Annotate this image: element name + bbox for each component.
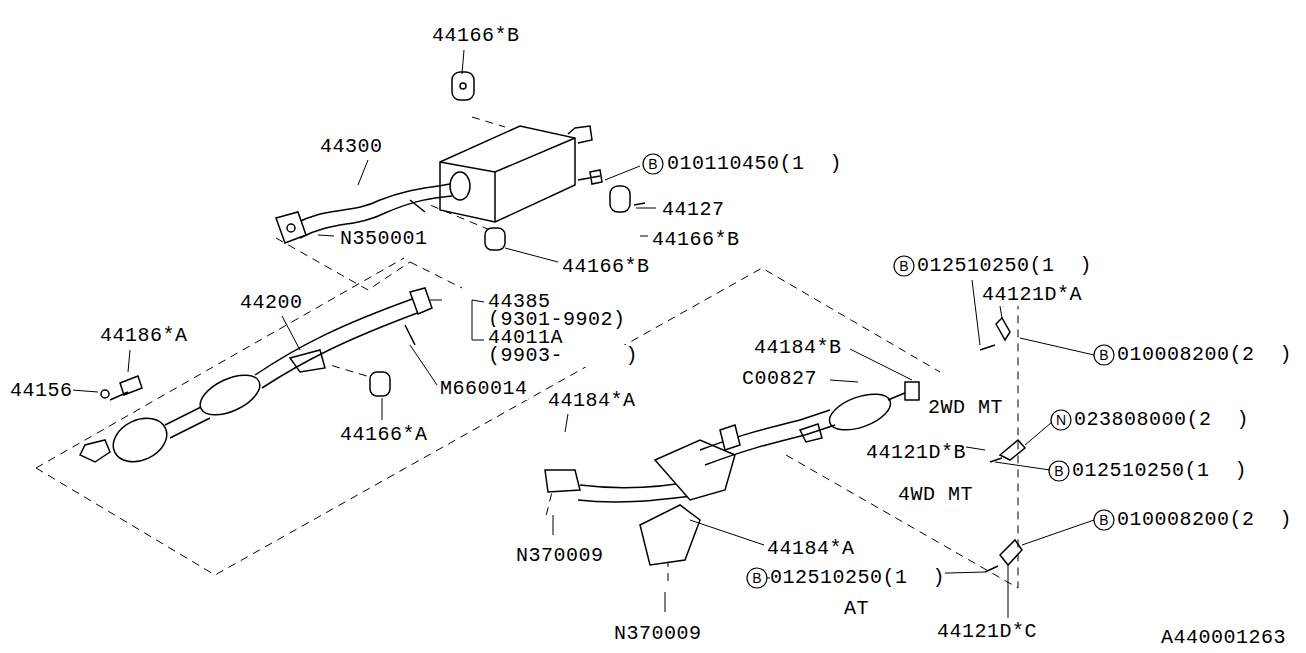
callout-number: 4WD MT (898, 484, 973, 506)
callout-number: 44300 (320, 136, 383, 158)
callout-number: 44186*A (100, 325, 188, 347)
callout-number: M660014 (440, 378, 528, 400)
callout-number: N370009 (614, 623, 702, 645)
callout-number: 44127 (662, 199, 725, 221)
callout-number: 44166*B (562, 256, 650, 278)
callout-number: 44184*A (548, 390, 636, 412)
circled-letter: B (1095, 346, 1113, 364)
callout-number: 44121D*C (937, 621, 1037, 643)
callout-number: 010008200(2 ) (1117, 509, 1292, 531)
callout-number: 44200 (240, 292, 303, 314)
callout-number: N370009 (516, 545, 604, 567)
callout-number: 44121D*B (866, 442, 966, 464)
callout-number: N350001 (340, 228, 428, 250)
callout-number: A440001263 (1161, 627, 1286, 649)
callout-number: 44166*A (340, 424, 428, 446)
callout-number: (9903- ) (488, 345, 638, 367)
callout-number: 44166*B (432, 25, 520, 47)
callout-number: 44184*A (767, 538, 855, 560)
callout-number: 012510250(1 ) (917, 255, 1092, 277)
circled-letter: B (644, 155, 662, 173)
callout-number: 012510250(1 ) (770, 567, 945, 589)
circled-letter: B (1050, 462, 1068, 480)
callout-number: 2WD MT (928, 397, 1003, 419)
callout-number: 010110450(1 ) (667, 153, 842, 175)
callout-number: 012510250(1 ) (1072, 460, 1247, 482)
callout-number: 44121D*A (982, 284, 1082, 306)
callout-number: AT (844, 598, 869, 620)
circled-letter: N (1052, 411, 1070, 429)
callout-number: 44166*B (652, 229, 740, 251)
callout-number: 44156 (10, 380, 73, 402)
callout-number: 44184*B (754, 337, 842, 359)
circled-letter: B (748, 569, 766, 587)
circled-letter: B (1095, 511, 1113, 529)
callout-number: 023808000(2 ) (1074, 409, 1249, 431)
callout-number: C00827 (742, 368, 817, 390)
callout-number: 010008200(2 ) (1117, 344, 1292, 366)
circled-letter: B (895, 257, 913, 275)
